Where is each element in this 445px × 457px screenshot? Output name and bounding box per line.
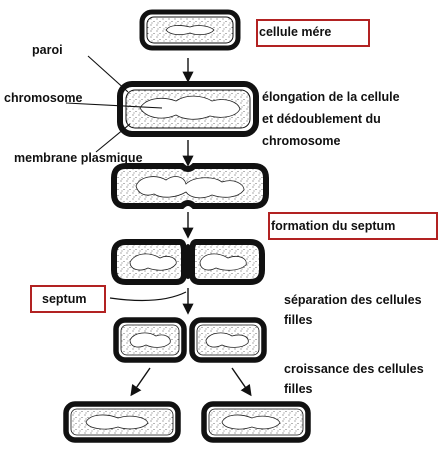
label-formation-septum: formation du septum: [271, 219, 396, 233]
cellule-mere-box: [256, 19, 370, 47]
chromosome-nucleoid: [165, 25, 215, 36]
septum-pointer-line: [109, 291, 187, 302]
label-membrane-plasmique: membrane plasmique: [14, 151, 143, 165]
formation-septum-box: [268, 212, 438, 240]
separated-daughter-left: [113, 317, 187, 363]
label-paroi: paroi: [32, 43, 63, 57]
label-cellule-mere: cellule mére: [259, 25, 332, 39]
septum-wall: [184, 244, 192, 279]
label-croissance-line-2: filles: [284, 382, 313, 396]
label-septum: septum: [42, 292, 87, 306]
label-croissance-line-1: croissance des cellules: [284, 362, 424, 376]
label-chromosome: chromosome: [4, 91, 83, 105]
septum-cell: [111, 239, 265, 285]
arrow-5-left: [130, 367, 151, 397]
arrow-5-right: [231, 367, 252, 397]
chromosome-pointer-line: [65, 102, 163, 109]
constricting-cell: [111, 163, 269, 209]
label-elongation-line-1: élongation de la cellule: [262, 90, 400, 104]
septum-box: [30, 285, 106, 313]
duplicated-chromosome: [139, 95, 241, 120]
label-separation-line-2: filles: [284, 313, 313, 327]
label-elongation-line-3: chromosome: [262, 134, 341, 148]
separated-daughter-right: [189, 317, 267, 363]
label-elongation-line-2: et dédoublement du: [262, 112, 381, 126]
paroi-pointer-line: [87, 55, 129, 93]
label-separation-line-1: séparation des cellules: [284, 293, 422, 307]
membrane-pointer-line: [95, 123, 131, 153]
grown-daughter-right: [201, 401, 311, 443]
elongating-cell: [117, 81, 259, 137]
mother-cell: [139, 9, 241, 51]
grown-daughter-left: [63, 401, 181, 443]
